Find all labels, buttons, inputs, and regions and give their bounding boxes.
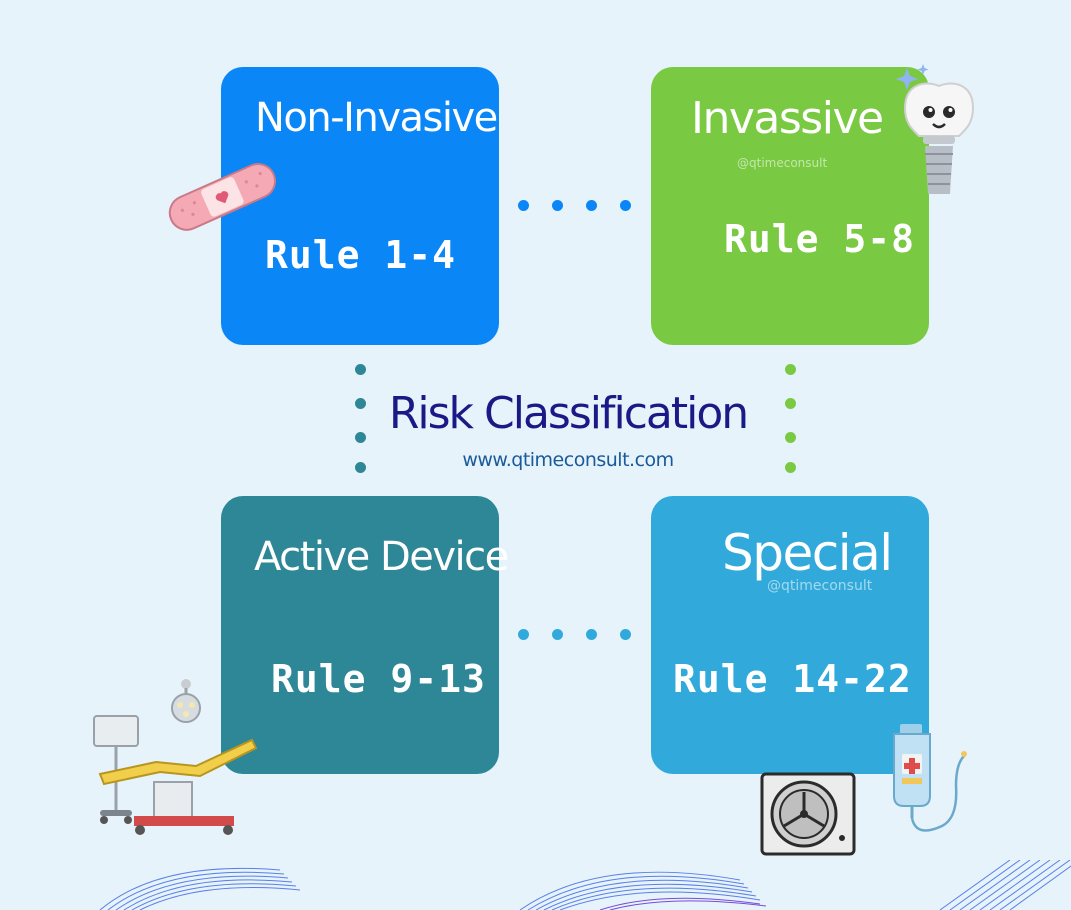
connector-dot [355,462,366,473]
connector-dot [620,200,631,211]
connector-dot [785,364,796,375]
bandage-icon [168,163,277,231]
connector-dot [355,364,366,375]
operating-table-icon [93,679,258,835]
card-title: Invassive [691,93,884,144]
connector-dot [785,462,796,473]
diagram-title: Risk Classification [388,388,749,439]
connector-dot [586,200,597,211]
card-rule: Rule 5-8 [724,217,916,261]
watermark: @qtimeconsult [767,578,873,594]
connector-dot [518,629,529,640]
card-invasive: Invassive @qtimeconsult Rule 5-8 [651,67,929,345]
connector-dot [552,629,563,640]
card-special: Special @qtimeconsult Rule 14-22 [651,496,929,774]
watermark: @qtimeconsult [737,156,828,170]
connector-dot [355,432,366,443]
card-rule: Rule 1-4 [265,233,457,277]
connector-dot [620,629,631,640]
sterilizer-icon [760,772,856,856]
connector-dot [552,200,563,211]
connector-dot [785,432,796,443]
connector-dot [518,200,529,211]
tooth-implant-icon [896,64,975,194]
card-non-invasive: Non-Invasive Rule 1-4 [221,67,499,345]
decorative-waves [99,860,1071,910]
iv-bag-icon [893,724,967,832]
card-rule: Rule 14-22 [673,657,912,701]
connector-dot [785,398,796,409]
connector-dot [586,629,597,640]
connector-dot [355,398,366,409]
card-title: Non-Invasive [255,95,498,141]
card-title: Active Device [254,534,509,580]
card-active-device: Active Device Rule 9-13 [221,496,509,774]
card-rule: Rule 9-13 [271,657,486,701]
website-url: www.qtimeconsult.com [462,449,674,471]
card-title: Special [722,524,893,582]
